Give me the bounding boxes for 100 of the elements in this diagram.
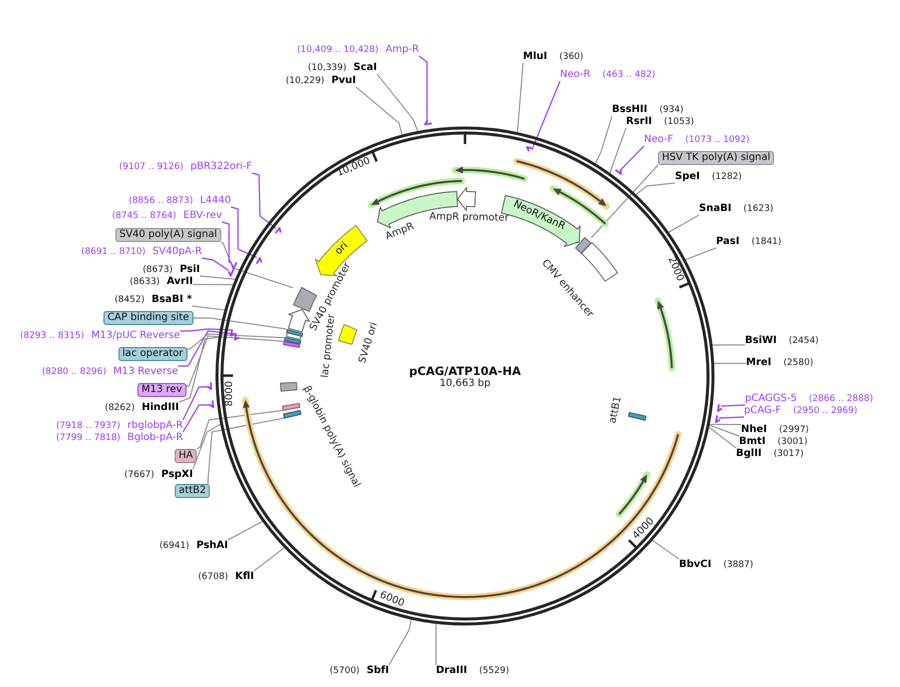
primer-name: Neo-F xyxy=(644,134,674,146)
primer-binding-range: (10,409 .. 10,428) xyxy=(297,44,378,56)
leader-line xyxy=(192,284,234,286)
cut-site-position: (2580) xyxy=(783,357,814,369)
leader-line xyxy=(708,426,736,448)
primer-name: EBV-rev xyxy=(183,210,222,222)
enzyme-name: SnaBI xyxy=(699,203,732,215)
enzyme-name: PspXI xyxy=(161,469,193,481)
leader-line xyxy=(668,214,700,233)
enzyme-name: DraIII xyxy=(436,665,468,677)
tick-label: 2000 xyxy=(666,255,684,283)
leader-line xyxy=(192,424,221,470)
leader-line xyxy=(532,80,561,148)
plasmid-name: pCAG/ATP10A-HA xyxy=(409,364,521,378)
leader-line xyxy=(252,172,276,229)
leader-line xyxy=(182,404,210,432)
enzyme-name: BsaBI * xyxy=(152,294,192,306)
leader-line xyxy=(388,619,412,666)
cut-site-position: (2997) xyxy=(779,424,809,436)
leader-line xyxy=(178,336,220,402)
primer-binding-range: (7918 .. 7937) xyxy=(56,420,120,432)
cut-site-position: (7667) xyxy=(124,469,154,481)
primer-binding-range: (8745 .. 8764) xyxy=(112,210,176,222)
primer-name: SV40pA-R xyxy=(152,246,202,258)
leader-line xyxy=(200,276,236,280)
cut-site-position: (8452) xyxy=(114,294,145,306)
leader-line xyxy=(590,164,658,238)
leader-line xyxy=(202,257,229,271)
enzyme-name: PsiI xyxy=(180,264,200,276)
cut-site-position: (5700) xyxy=(330,665,360,677)
leader-line xyxy=(186,335,284,386)
primer-name: M13 Reverse xyxy=(113,366,178,378)
cut-site-position: (1841) xyxy=(751,236,782,248)
primer-binding-range: (2866 .. 2888) xyxy=(808,393,874,405)
leader-line xyxy=(192,306,225,310)
enzyme-name: ScaI xyxy=(353,62,377,74)
enzyme-name: HindIII xyxy=(142,402,179,414)
feature-label: ori xyxy=(334,240,352,258)
feature-tag: CAP binding site xyxy=(103,311,193,325)
feature-label: SV40 ori xyxy=(357,321,381,365)
leader-line xyxy=(719,416,744,419)
cut-site-position: (3001) xyxy=(778,436,808,448)
leader-line xyxy=(610,128,626,174)
leader-line xyxy=(186,334,285,350)
cut-site-position: (8633) xyxy=(130,276,160,288)
cut-site-position: (5529) xyxy=(479,665,510,677)
leader-line xyxy=(652,540,680,560)
plasmid-size: 10,663 bp xyxy=(440,378,490,390)
cut-site-position: (6941) xyxy=(159,540,190,552)
cut-site-position: (1623) xyxy=(743,203,774,215)
cut-site-position: (1053) xyxy=(664,116,694,128)
cut-site-position: (934) xyxy=(659,104,684,116)
leader-line xyxy=(517,62,524,133)
primer-binding-range: (8293 .. 8315) xyxy=(20,330,84,342)
leader-line xyxy=(685,248,716,260)
enzyme-name: PasI xyxy=(716,236,740,248)
cut-site-position: (8673) xyxy=(142,264,173,276)
enzyme-name: PshAI xyxy=(196,540,228,552)
feature-label: attB1 xyxy=(607,395,625,425)
leader-line xyxy=(254,547,285,572)
leader-line xyxy=(720,404,746,407)
cut-site-position: (3887) xyxy=(723,559,754,571)
feature-tag: SV40 poly(A) signal xyxy=(115,228,221,242)
enzyme-name: MluI xyxy=(523,51,548,63)
primer-binding-range: (8856 .. 8873) xyxy=(128,195,193,207)
feature-tag: lac operator xyxy=(118,347,187,361)
primer-binding-range: (463 .. 482) xyxy=(602,69,656,81)
cut-site-position: (10,339) xyxy=(308,62,346,74)
leader-line xyxy=(714,362,746,364)
primer-binding-range: (1073 .. 1092) xyxy=(685,134,750,146)
primer-name: Amp-R xyxy=(386,44,419,56)
leader-line xyxy=(356,86,402,136)
leader-line xyxy=(180,328,232,332)
leader-line xyxy=(178,330,235,367)
primer-name: M13/pUC Reverse xyxy=(91,330,180,342)
primer-name: Bglob-pA-R xyxy=(127,432,183,444)
primer-name: pCAGGS-5 xyxy=(745,393,797,405)
enzyme-name: BbvCI xyxy=(679,559,712,571)
leader-line xyxy=(208,418,284,484)
leader-line xyxy=(709,424,742,425)
feature-label: AmpR promoter xyxy=(429,211,509,225)
leader-line xyxy=(230,206,258,258)
cut-site-position: (6708) xyxy=(198,571,228,583)
enzyme-name: BglII xyxy=(736,448,762,460)
leader-line xyxy=(220,242,294,288)
primer-name: rbglobpA-R xyxy=(127,420,183,432)
primer-name: pBR322ori-F xyxy=(190,161,252,173)
leader-line xyxy=(436,623,437,666)
enzyme-name: BsiWI xyxy=(745,335,777,347)
primer-binding-range: (8280 .. 8296) xyxy=(42,366,106,378)
primer-name: pCAG-F xyxy=(744,405,782,417)
cut-site-position: (3017) xyxy=(774,448,804,460)
leader-line xyxy=(192,318,287,330)
enzyme-name: SbfI xyxy=(366,665,389,677)
cut-site-position: (10,229) xyxy=(286,75,324,87)
enzyme-name: RsrII xyxy=(626,116,652,128)
cut-site-position: (1282) xyxy=(712,171,742,183)
enzyme-name: MreI xyxy=(746,357,772,369)
enzyme-name: BssHII xyxy=(612,104,648,116)
feature-tag: HA xyxy=(174,449,197,463)
